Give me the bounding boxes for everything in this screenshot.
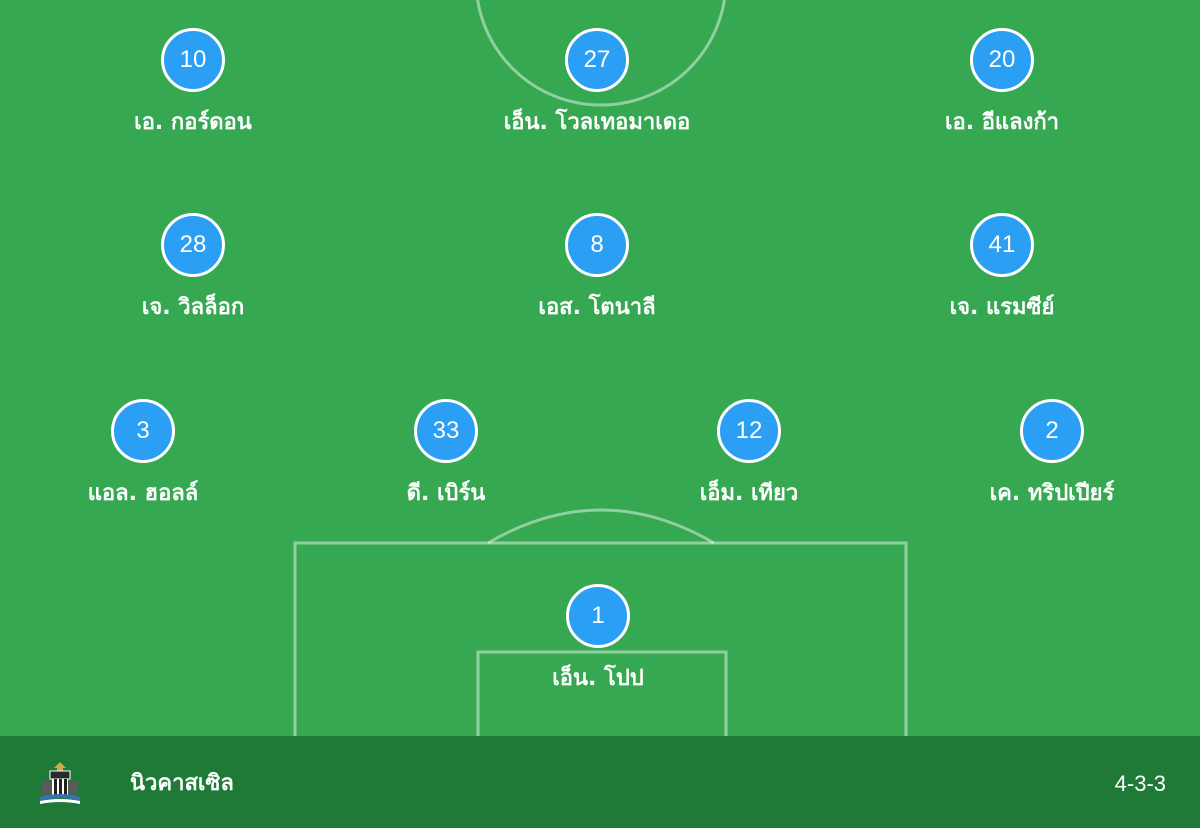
player-name: เอ. อีแลงก้า: [944, 110, 1060, 135]
player-defender-left[interactable]: 3 แอล. ฮอลล์: [13, 399, 273, 510]
player-name: เค. ทริปเปียร์: [989, 481, 1115, 506]
center-circle: [476, 0, 726, 107]
penalty-box: [293, 541, 908, 736]
pitch-markings: [293, 0, 908, 736]
player-name: เจ. แรมซีย์: [949, 295, 1055, 320]
player-number: 10: [161, 28, 225, 92]
team-name: นิวคาสเซิล: [130, 771, 234, 796]
player-number: 2: [1020, 399, 1084, 463]
goal-area: [476, 650, 728, 736]
formation-label: 4-3-3: [1114, 771, 1166, 796]
player-name: เอ็น. โวลเทอมาเดอ: [503, 110, 691, 135]
player-number: 1: [566, 584, 630, 648]
player-name: เอ็น. โปป: [552, 666, 644, 691]
player-goalkeeper[interactable]: 1 เอ็น. โปป: [468, 584, 728, 695]
newcastle-crest-icon: [40, 762, 80, 804]
player-number: 20: [970, 28, 1034, 92]
player-number: 8: [565, 213, 629, 277]
player-number: 27: [565, 28, 629, 92]
player-name: เอส. โตนาลี: [538, 295, 656, 320]
player-number: 28: [161, 213, 225, 277]
player-forward-right[interactable]: 20 เอ. อีแลงก้า: [872, 28, 1132, 139]
pitch: 10 เอ. กอร์ดอน 27 เอ็น. โวลเทอมาเดอ 20 เ…: [0, 0, 1200, 736]
team-footer: นิวคาสเซิล 4-3-3: [0, 736, 1200, 828]
player-defender-center-right[interactable]: 12 เอ็ม. เทียว: [619, 399, 879, 510]
player-forward-left[interactable]: 10 เอ. กอร์ดอน: [63, 28, 323, 139]
player-number: 12: [717, 399, 781, 463]
player-number: 41: [970, 213, 1034, 277]
player-name: ดี. เบิร์น: [406, 481, 486, 506]
player-name: เอ็ม. เทียว: [699, 481, 799, 506]
player-midfielder-center[interactable]: 8 เอส. โตนาลี: [467, 213, 727, 324]
penalty-arc: [487, 508, 715, 545]
player-name: เจ. วิลล็อก: [141, 295, 245, 320]
player-defender-center-left[interactable]: 33 ดี. เบิร์น: [316, 399, 576, 510]
player-defender-right[interactable]: 2 เค. ทริปเปียร์: [922, 399, 1182, 510]
player-name: แอล. ฮอลล์: [87, 481, 199, 506]
player-midfielder-right[interactable]: 41 เจ. แรมซีย์: [872, 213, 1132, 324]
player-number: 33: [414, 399, 478, 463]
player-number: 3: [111, 399, 175, 463]
player-forward-center[interactable]: 27 เอ็น. โวลเทอมาเดอ: [467, 28, 727, 139]
player-name: เอ. กอร์ดอน: [134, 110, 252, 135]
player-midfielder-left[interactable]: 28 เจ. วิลล็อก: [63, 213, 323, 324]
